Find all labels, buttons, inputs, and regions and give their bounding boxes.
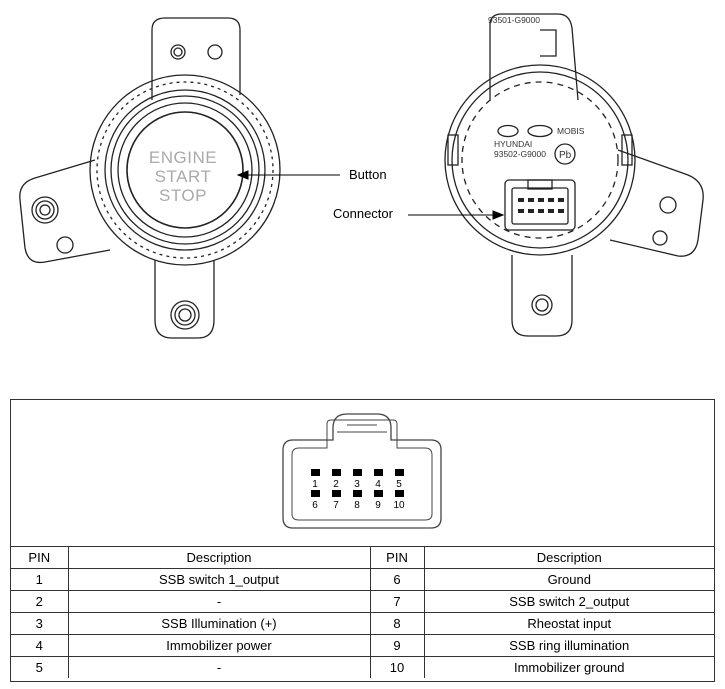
- pin-cell: 1: [11, 568, 69, 591]
- hyundai-logo: [497, 124, 519, 138]
- pin-label: 6: [312, 500, 318, 511]
- description-cell: -: [67, 590, 371, 613]
- rear-right-tab: [609, 149, 704, 257]
- start-stop-button: [126, 111, 244, 229]
- rear-connector-pins: [518, 198, 564, 213]
- pin-cell: 9: [369, 634, 425, 657]
- rear-view: [444, 13, 704, 337]
- pin-cells-top: [311, 469, 404, 476]
- pin-cell: 4: [11, 634, 69, 657]
- button-callout-label: Button: [349, 167, 387, 182]
- pin-label: 2: [333, 479, 339, 490]
- pin-cell: 5: [11, 656, 69, 678]
- description-cell: -: [67, 656, 371, 678]
- pin-cells-bottom: [311, 490, 404, 497]
- pin-cell: 10: [369, 656, 425, 678]
- description-cell: SSB switch 1_output: [67, 568, 371, 591]
- kia-logo: [527, 124, 553, 138]
- table-row: 5 - 10 Immobilizer ground: [11, 656, 714, 678]
- description-cell: Rheostat input: [423, 612, 714, 635]
- rear-bottom-tab: [511, 255, 573, 337]
- pin-label: 3: [354, 479, 360, 490]
- description-cell: SSB switch 2_output: [423, 590, 714, 613]
- connector-outline: [282, 413, 442, 529]
- pin-description-table: PIN Description PIN Description 1 SSB sw…: [11, 546, 714, 678]
- pin-label: 5: [396, 479, 402, 490]
- pin-label: 10: [393, 500, 405, 511]
- front-top-tab: [151, 17, 241, 100]
- header-description: Description: [423, 546, 714, 569]
- pin-label: 8: [354, 500, 360, 511]
- table-row: 2 - 7 SSB switch 2_output: [11, 590, 714, 613]
- part-number-top: 93501-G9000: [488, 15, 540, 25]
- table-row: 1 SSB switch 1_output 6 Ground: [11, 568, 714, 591]
- front-view: [19, 17, 281, 339]
- pin-cell: 6: [369, 568, 425, 591]
- front-bottom-hole: [170, 300, 200, 330]
- description-cell: Ground: [423, 568, 714, 591]
- pin-cell: 2: [11, 590, 69, 613]
- description-cell: Immobilizer ground: [423, 656, 714, 678]
- front-left-hole: [31, 196, 59, 224]
- header-pin: PIN: [369, 546, 425, 569]
- switch-text-engine: ENGINE: [149, 148, 217, 167]
- front-bottom-tab: [154, 260, 215, 339]
- brand-hyundai: HYUNDAI: [494, 139, 532, 149]
- header-description: Description: [67, 546, 371, 569]
- connector-callout-label: Connector: [333, 206, 394, 221]
- brand-mobis: MOBIS: [557, 126, 585, 136]
- description-cell: SSB ring illumination: [423, 634, 714, 657]
- pb-mark-circle: [554, 143, 576, 165]
- button-callout-arrowhead: [236, 170, 249, 180]
- table-row: 4 Immobilizer power 9 SSB ring illuminat…: [11, 634, 714, 657]
- switch-text-stop: STOP: [159, 186, 207, 205]
- header-pin: PIN: [11, 546, 69, 569]
- front-left-tab: [19, 159, 111, 264]
- pinout-panel: 1 2 3 4 5 6 7 8 9 10 PIN Description PIN…: [10, 399, 715, 682]
- pin-label: 9: [375, 500, 381, 511]
- front-top-hole: [170, 44, 186, 60]
- pin-label: 4: [375, 479, 381, 490]
- front-top-hole-2: [207, 44, 223, 60]
- switch-illustration: ENGINE START STOP 93501-G9000 HYUNDAI MO…: [19, 13, 704, 339]
- rear-right-hole: [659, 196, 677, 214]
- connector-callout-arrowhead: [492, 210, 505, 220]
- rear-top-tab: [489, 13, 579, 101]
- switch-text-start: START: [155, 167, 212, 186]
- connector-pinout-diagram: 1 2 3 4 5 6 7 8 9 10: [282, 413, 442, 529]
- description-cell: Immobilizer power: [67, 634, 371, 657]
- table-header-row: PIN Description PIN Description: [11, 546, 714, 569]
- rear-bottom-hole: [531, 294, 553, 316]
- pin-cell: 7: [369, 590, 425, 613]
- pin-cell: 3: [11, 612, 69, 635]
- table-row: 3 SSB Illumination (+) 8 Rheostat input: [11, 612, 714, 635]
- pin-label: 7: [333, 500, 339, 511]
- description-cell: SSB Illumination (+): [67, 612, 371, 635]
- lead-mark: Pb: [559, 150, 572, 161]
- pin-cell: 8: [369, 612, 425, 635]
- part-number-mid: 93502-G9000: [494, 149, 546, 159]
- pin-label: 1: [312, 479, 318, 490]
